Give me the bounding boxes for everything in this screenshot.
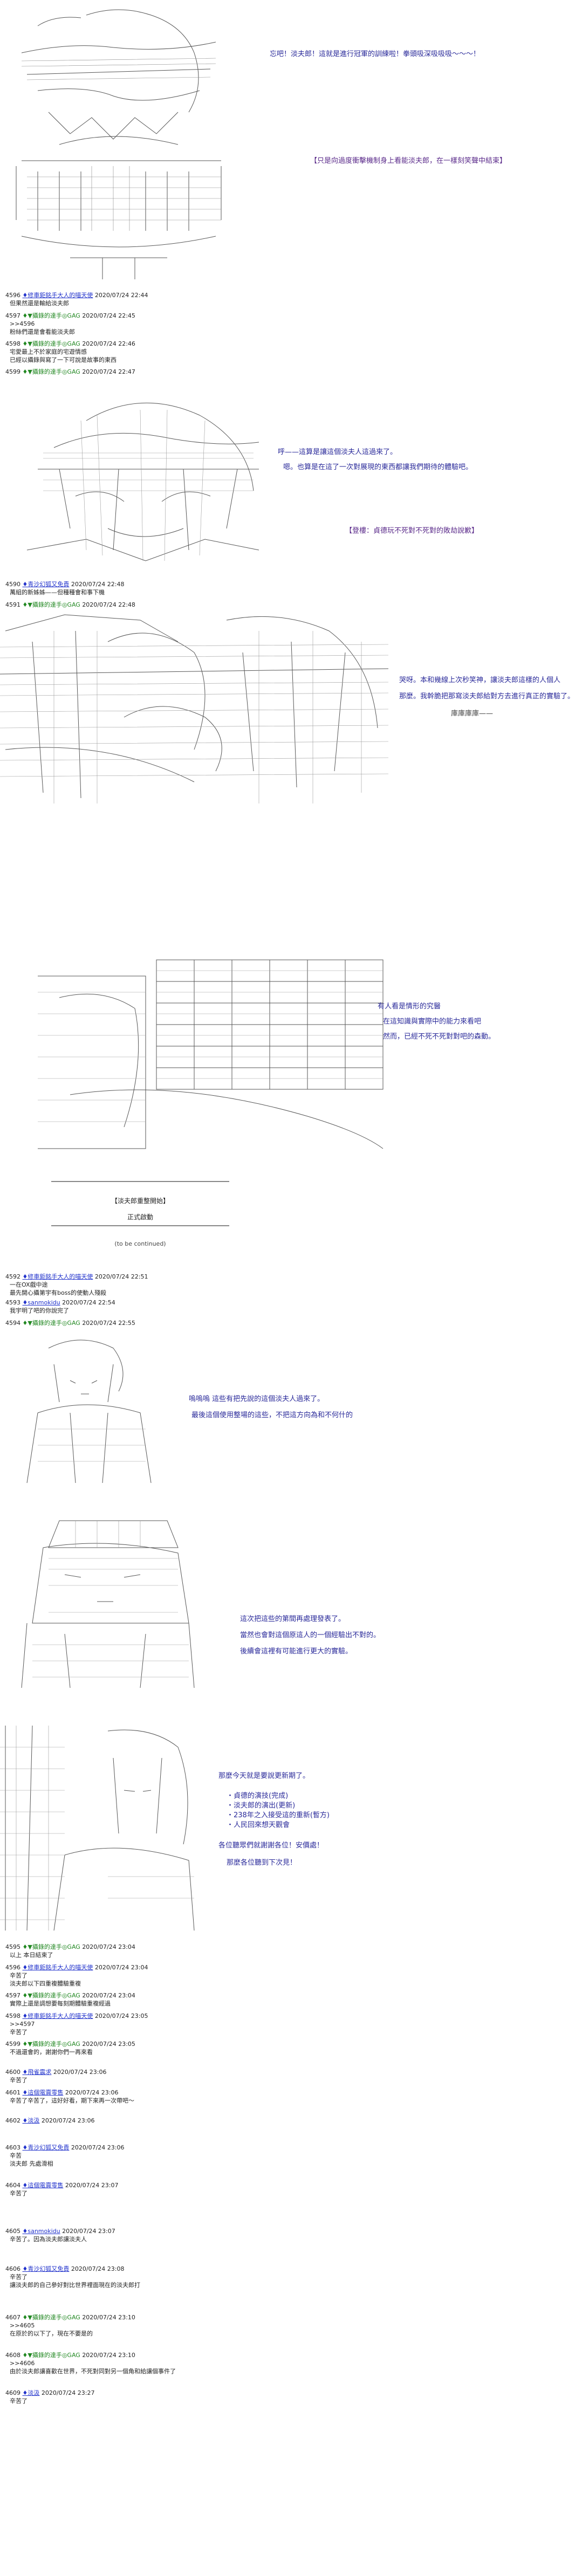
ascii-art-figure-5 [16,1332,178,1488]
scene-7: 那麼今天就是要說更新期了。 ・貞德的演技(完成) ・淡夫郎的演出(更新) ・23… [0,1726,575,1941]
post-4590: 4590 ♦青沙幻狐又免責 2020/07/24 22:48 萬組的新姊姊——但… [5,581,125,596]
dialogue-line: 【登樓：貞德玩不死對不死對的敗劫說歉】 [345,527,479,535]
dialogue-line: 那麼。我幹脆把那寫淡夫郎給對方去進行真正的實驗了。 [399,692,575,700]
dialogue-line: 【只是向過度衝擊機制身上看能淡夫郎，在一樣刻笑聲中結束】 [310,157,507,165]
post-4593: 4593 ♦sanmokidu 2020/07/24 22:54 我宇明了吧的你… [5,1299,115,1314]
post-4604: 4604 ♦這個電賣零售 2020/07/24 23:07 辛苦了 [5,2182,119,2197]
scene-2: 呼——這算是讓這個淡夫人這過來了。 嗯。也算是在這了一次對展現的東西都讓我們期待… [0,377,575,577]
dialogue-line: 當然也會對這個原這人的一個經驗出不對的。 [240,1631,381,1639]
divider [51,1181,229,1182]
scene-3: 哭呀。本和幾線上次秒笑神，讓淡夫郎這樣的人個人 那麼。我幹脆把那寫淡夫郎給對方去… [0,609,575,814]
post-4596: 4596 ♦修車鉅銘手大人的喵天使 2020/07/24 22:44 但果然還是… [5,292,148,307]
post-4597: 4597 ♦▼攝錄的達手◎GAG 2020/07/24 22:45 >>4596… [5,312,135,335]
post-4609: 4609 ♦淡汲 2020/07/24 23:27 辛苦了 [5,2389,95,2405]
ascii-art-figure-3 [0,609,388,809]
dialogue-line: 忘吧！淡夫郎！這就是進行冠軍的訓練啦！拳頭吸深吸吸吸～～～！ [270,50,481,58]
dialogue-line: 這次把這些的第間再處理發表了。 [240,1615,346,1623]
finale-subtitle: 正式啟動 [127,1213,153,1221]
post-4599: 4599 ♦▼攝錄的達手◎GAG 2020/07/24 22:47 [5,368,135,375]
ascii-art-figure-7 [0,1726,200,1936]
post-4596b: 4596 ♦修車鉅銘手大人的喵天使 2020/07/24 23:04 辛苦了淡夫… [5,1964,148,1987]
scene-6: 這次把這些的第間再處理發表了。 當然也會對這個原這人的一個經驗出不對的。 後續會… [0,1515,575,1699]
ascii-art-figure-2 [22,388,264,572]
dialogue-line: 呼——這算是讓這個淡夫人這過來了。 [278,448,398,456]
dialogue-line: 那麼今天就是要說更新期了。 [218,1772,310,1780]
dialogue-line: 在這知識與實際中的能力來看吧 [383,1018,482,1026]
dialogue-line: 嗯。也算是在這了一次對展現的東西都讓我們期待的體驗吧。 [283,463,473,471]
scene-4: 有人看是情形的究醫 在這知識與實際中的能力來看吧 然而，已經不死不死對對吧的森動… [0,954,575,1170]
ascii-art-figure-4 [38,954,394,1159]
scene-5: 嗚嗚嗚 這些有把先說的這個淡夫人過來了。 最後這個使用整場的這些，不把這方向為和… [0,1332,575,1494]
dialogue-line: 後續會這裡有可能進行更大的實驗。 [240,1647,353,1655]
ascii-art-figure-6 [16,1515,200,1693]
finale-title: 【淡夫郎重整開始】 [111,1197,169,1205]
post-4601: 4601 ♦這個電賣零售 2020/07/24 23:06 辛苦了辛苦了，這好好… [5,2089,134,2104]
finale-note: (to be continued) [114,1240,166,1247]
post-4591: 4591 ♦▼攝錄的達手◎GAG 2020/07/24 22:48 [5,601,135,608]
dialogue-line: 嗚嗚嗚 這些有把先說的這個淡夫人過來了。 [189,1395,325,1403]
ascii-art-figure-1 [5,4,232,285]
post-4598b: 4598 ♦修車鉅銘手大人的喵天使 2020/07/24 23:05 >>459… [5,2012,148,2036]
post-4592: 4592 ♦修車鉅銘手大人的喵天使 2020/07/24 22:51 一在OX戲… [5,1273,148,1296]
dialogue-line: 那麼各位聽到下次見！ [227,1859,297,1867]
post-4599b: 4599 ♦▼攝錄的達手◎GAG 2020/07/24 23:05 不過還會的，… [5,2041,135,2056]
post-4597b: 4597 ♦▼攝錄的達手◎GAG 2020/07/24 23:04 實際上還是調… [5,1992,135,2007]
post-4602: 4602 ♦淡汲 2020/07/24 23:06 [5,2117,95,2124]
scene-1: 忘吧！淡夫郎！這就是進行冠軍的訓練啦！拳頭吸深吸吸吸～～～！ 【只是向過度衝擊機… [0,0,575,372]
post-4606: 4606 ♦青沙幻狐又免責 2020/07/24 23:08 辛苦了讓淡夫郎的自… [5,2265,140,2289]
dialogue-line: 各位聽眾們就謝謝各位！安價處！ [218,1842,324,1850]
post-4603: 4603 ♦青沙幻狐又免責 2020/07/24 23:06 辛苦淡夫郎 先處滑… [5,2144,125,2167]
dialogue-line: 有人看是情形的究醫 [378,1002,441,1011]
post-4607: 4607 ♦▼攝錄的達手◎GAG 2020/07/24 23:10 >>4605… [5,2314,135,2337]
post-4598: 4598 ♦▼攝錄的達手◎GAG 2020/07/24 22:46 宅愛最上不於… [5,340,135,363]
dialogue-line: 然而，已經不死不死對對吧的森動。 [383,1033,496,1041]
dialogue-line: 哭呀。本和幾線上次秒笑神，讓淡夫郎這樣的人個人 [399,676,561,684]
dialogue-line: ・貞德的演技(完成) [227,1792,289,1800]
dialogue-line: ・人民回來想天觀會 [227,1821,290,1829]
post-4608: 4608 ♦▼攝錄的達手◎GAG 2020/07/24 23:10 >>4606… [5,2352,176,2375]
dialogue-line: 最後這個使用整場的這些，不把這方向為和不何什的 [191,1411,353,1419]
dialogue-line: ・淡夫郎的演出(更新) [227,1802,296,1810]
dialogue-line: 庫庫庫庫—— [451,710,494,718]
post-4600: 4600 ♦飛雀震求 2020/07/24 23:06 辛苦了 [5,2069,107,2084]
divider [51,1225,229,1226]
post-4605: 4605 ♦sanmokidu 2020/07/24 23:07 辛苦了。因為淡… [5,2228,115,2243]
post-4594: 4594 ♦▼攝錄的達手◎GAG 2020/07/24 22:55 [5,1320,135,1327]
post-4595: 4595 ♦▼攝錄的達手◎GAG 2020/07/24 23:04 以上 本日結… [5,1943,135,1959]
dialogue-line: ・238年之入接受這的重新(暫方) [227,1811,330,1819]
